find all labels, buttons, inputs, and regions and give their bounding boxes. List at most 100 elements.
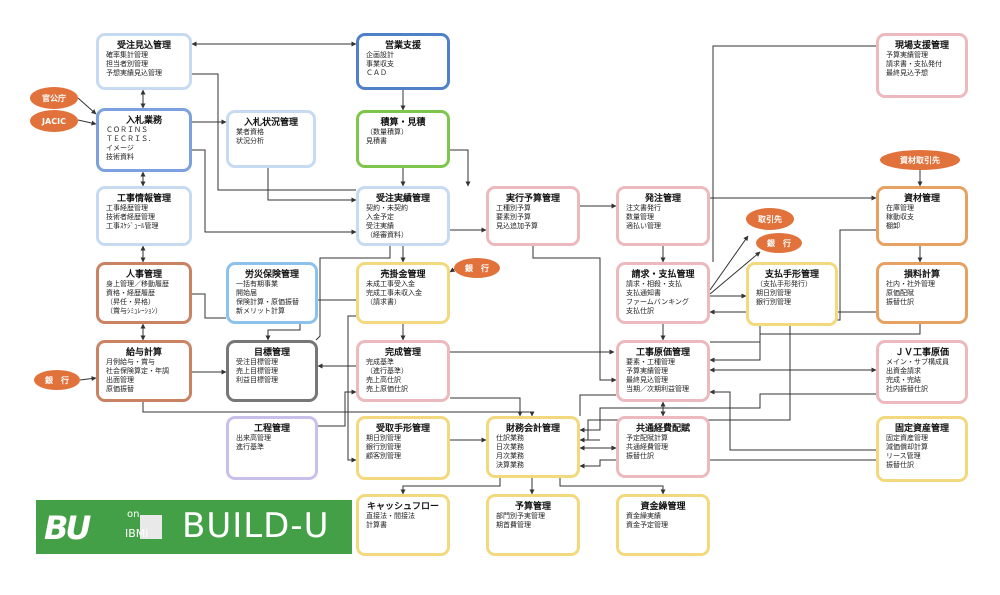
node-kotei: 工程管理 出来高管理 進行基準 <box>226 416 318 480</box>
node-title: 請求・支払管理 <box>631 270 695 280</box>
node-item: メイン・サブ構成員 <box>886 358 949 366</box>
node-kansei: 完成管理 完成基準 （進行基準） 売上高仕訳 売上原価仕訳 <box>356 340 450 402</box>
external-shizai-torihikisaki: 資材取引先 <box>880 150 960 170</box>
node-item: 予想実績見込管理 <box>106 69 162 77</box>
node-item: 状況分析 <box>236 137 264 145</box>
node-title: 入札業務 <box>125 116 162 126</box>
node-item: 受注実績 <box>366 222 394 230</box>
node-item: ＣＡＤ <box>366 69 387 77</box>
node-item: 請求書・支払発付 <box>886 60 942 68</box>
node-item: 計算書 <box>366 521 387 529</box>
node-item: 在庫管理 <box>886 204 914 212</box>
node-title: 工事情報管理 <box>116 194 171 204</box>
node-item: 工事ｽｹｼﾞｭｰﾙ管理 <box>106 222 159 230</box>
node-item: 当期／次期利益管理 <box>626 385 689 393</box>
node-item: 完成・完結 <box>886 376 921 384</box>
node-sekisan: 積算・見積 （数量積算） 見積書 <box>356 110 450 168</box>
node-title: 工事原価管理 <box>635 348 690 358</box>
node-item: 出資金請求 <box>886 367 921 375</box>
node-item: 資金予定管理 <box>626 521 668 529</box>
logo-brand-text: BUILD-U <box>182 506 330 546</box>
node-item: 売上原価仕訳 <box>366 385 408 393</box>
node-title: 受取手形管理 <box>375 424 430 434</box>
node-item: 出来高管理 <box>236 434 271 442</box>
node-item: 担当者別管理 <box>106 60 148 68</box>
node-title: 受注見込管理 <box>116 41 171 51</box>
node-item: 銀行別管理 <box>366 443 401 451</box>
node-item: 進行基準 <box>236 443 264 451</box>
node-item: 新メリット計算 <box>236 307 285 315</box>
node-shiharai-tegata: 支払手形管理 （支払手形発行） 期日別管理 銀行別管理 <box>746 262 838 326</box>
node-item: （進行基準） <box>366 367 408 375</box>
node-item: （請求書） <box>366 298 401 306</box>
node-item: （支払手形発行） <box>756 280 812 288</box>
node-item: 工種別予算 <box>496 204 531 212</box>
node-item: 未成工事受入金 <box>366 280 415 288</box>
node-kotei-shisan: 固定資産管理 固定資産管理 減価償却計算 リース管理 振替仕訳 <box>876 416 968 482</box>
node-item: イメージ <box>106 144 134 152</box>
node-title: 資金繰管理 <box>640 502 686 512</box>
node-item: 受注目標管理 <box>236 358 278 366</box>
node-title: 人事管理 <box>125 270 162 280</box>
node-title: 工程管理 <box>253 424 290 434</box>
node-item: 月例給与・賞与 <box>106 358 155 366</box>
node-koji-joho: 工事情報管理 工事経歴管理 技術者経歴管理 工事ｽｹｼﾞｭｰﾙ管理 <box>96 186 192 246</box>
node-title: 固定資産管理 <box>894 424 949 434</box>
node-item: 稼動収支 <box>886 213 914 221</box>
node-uketori-tegata: 受取手形管理 期日別管理 銀行別管理 顧客別管理 <box>356 416 450 480</box>
node-item: 社内振替仕訳 <box>886 385 928 393</box>
node-title: 発注管理 <box>644 194 681 204</box>
node-nyusatsu-jokyo: 入札状況管理 業者資格 状況分析 <box>226 110 316 168</box>
external-jacic: JACIC <box>30 110 78 132</box>
node-item: 企画設計 <box>366 51 394 59</box>
node-item: ファームバンキング <box>626 298 689 306</box>
node-title: 積算・見積 <box>380 118 426 128</box>
node-item: 固定資産管理 <box>886 434 928 442</box>
node-item: 期日別管理 <box>756 289 791 297</box>
node-item: 原価配賦 <box>886 289 914 297</box>
node-item: 完成基準 <box>366 358 394 366</box>
node-item: 売上目標管理 <box>236 367 278 375</box>
node-item: 出面管理 <box>106 376 134 384</box>
node-item: （賞与ｼﾐｭﾚｰｼｮﾝ） <box>106 307 162 315</box>
node-item: 顧客別管理 <box>366 452 401 460</box>
node-item: 開始届 <box>236 289 257 297</box>
node-item: 利益目標管理 <box>236 376 278 384</box>
node-item: 資格・経歴履歴 <box>106 289 155 297</box>
node-koji-genka: 工事原価管理 要素・工種管理 予算実績管理 最終見込管理 当期／次期利益管理 <box>616 340 710 402</box>
node-yosan: 予算管理 部門別予実管理 期首費管理 <box>486 494 580 556</box>
node-item: 契約・未契約 <box>366 204 408 212</box>
node-kyotsu: 共通経費配賦 予定配賦計算 共通経費管理 振替仕訳 <box>616 416 710 478</box>
node-hachu: 発注管理 注文書発行 数量管理 適払い管理 <box>616 186 710 246</box>
node-item: 棚卸 <box>886 222 900 230</box>
node-item: 数量管理 <box>626 213 654 221</box>
logo-on-text: on <box>127 509 140 520</box>
node-item: 保険計算・原価振替 <box>236 298 299 306</box>
node-title: 実行予算管理 <box>505 194 560 204</box>
node-item: ＴＥＣＲＩＳ． <box>106 135 155 143</box>
node-item: 原価振替 <box>106 385 134 393</box>
node-item: 予定配賦計算 <box>626 434 668 442</box>
node-title: 受注実績管理 <box>375 194 430 204</box>
node-item: 共通経費管理 <box>626 443 668 451</box>
node-title: 共通経費配賦 <box>635 424 690 434</box>
external-ginko-urikake: 銀 行 <box>454 258 500 278</box>
node-item: 支払仕訳 <box>626 307 654 315</box>
node-jv: ＪＶ工事原価 メイン・サブ構成員 出資金請求 完成・完結 社内振替仕訳 <box>876 340 968 404</box>
node-title: 資材管理 <box>903 194 940 204</box>
node-item: 要素・工種管理 <box>626 358 675 366</box>
node-item: 仕訳業務 <box>496 434 524 442</box>
node-jikko-yosan: 実行予算管理 工種別予算 要素別予算 見込追加予算 <box>486 186 580 246</box>
node-shikinkuri: 資金繰管理 資金繰実績 資金予定管理 <box>616 494 710 556</box>
node-item: （昇任・昇格） <box>106 298 155 306</box>
node-item: 入金予定 <box>366 213 394 221</box>
node-item: 見込追加予算 <box>496 222 538 230</box>
node-juchu-jisseki: 受注実績管理 契約・未契約 入金予定 受注実績 （経審資料） <box>356 186 450 246</box>
logo-ibmi-text: IBMi <box>125 527 149 540</box>
node-nyusatsu: 入札業務 ＣＯＲＩＮＳ ＴＥＣＲＩＳ． イメージ 技術資料 <box>96 108 192 172</box>
node-zaimu: 財務会計管理 仕訳業務 日次業務 月次業務 決算業務 <box>486 416 580 478</box>
node-title: キャッシュフロー <box>366 502 439 512</box>
node-item: 最終見込予想 <box>886 69 928 77</box>
node-item: 業者資格 <box>236 128 264 136</box>
